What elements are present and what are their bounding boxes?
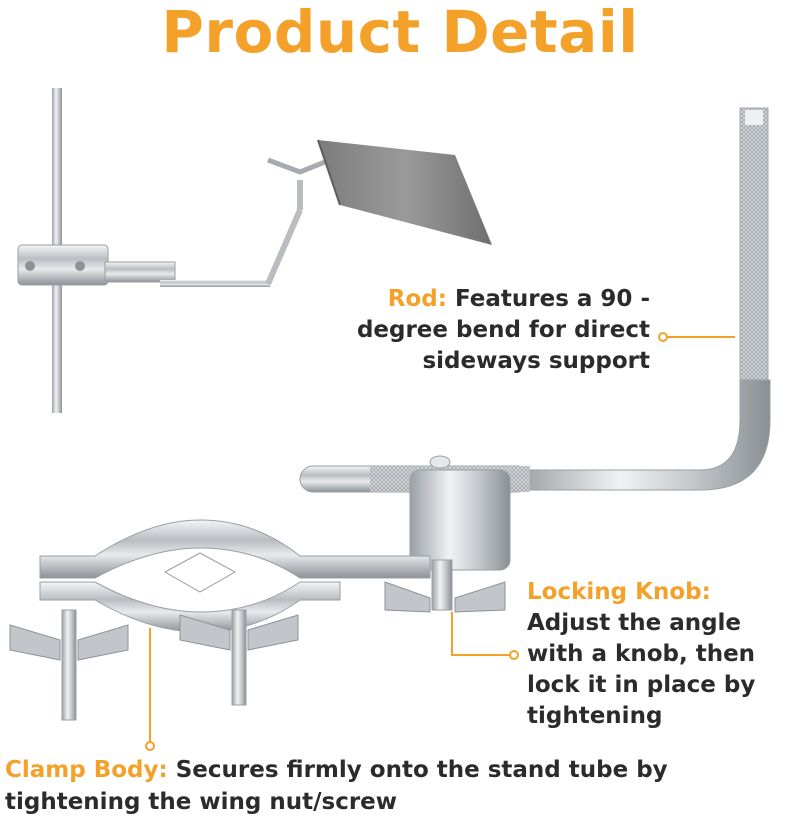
knob-leader-dot [509, 650, 519, 660]
clamp-body-label: Clamp Body: [5, 757, 168, 783]
locking-knob-part [384, 455, 511, 613]
cowbell [318, 140, 492, 245]
stand-with-cowbell-image [17, 88, 492, 413]
page-title: Product Detail [161, 0, 639, 66]
rod-description: Features a 90 -degree bend for direct si… [356, 286, 650, 374]
locking-knob-label: Locking Knob: [527, 579, 711, 605]
knob-leader-line [451, 612, 510, 656]
locking-knob-description: Adjust the angle with a knob, then lock … [527, 610, 756, 729]
rod-label: Rod: [387, 286, 447, 312]
clamp-leader-dot [145, 741, 155, 751]
mini-rod [160, 280, 270, 287]
rod-callout: Rod: Features a 90 -degree bend for dire… [350, 284, 650, 377]
locking-knob-callout: Locking Knob: Adjust the angle with a kn… [527, 577, 799, 732]
clamp-body-part [9, 519, 431, 721]
rod-leader-dot [658, 332, 668, 342]
clamp-body-description: Secures firmly onto the stand tube by ti… [5, 757, 668, 815]
clamp-body-callout: Clamp Body: Secures firmly onto the stan… [5, 754, 795, 818]
